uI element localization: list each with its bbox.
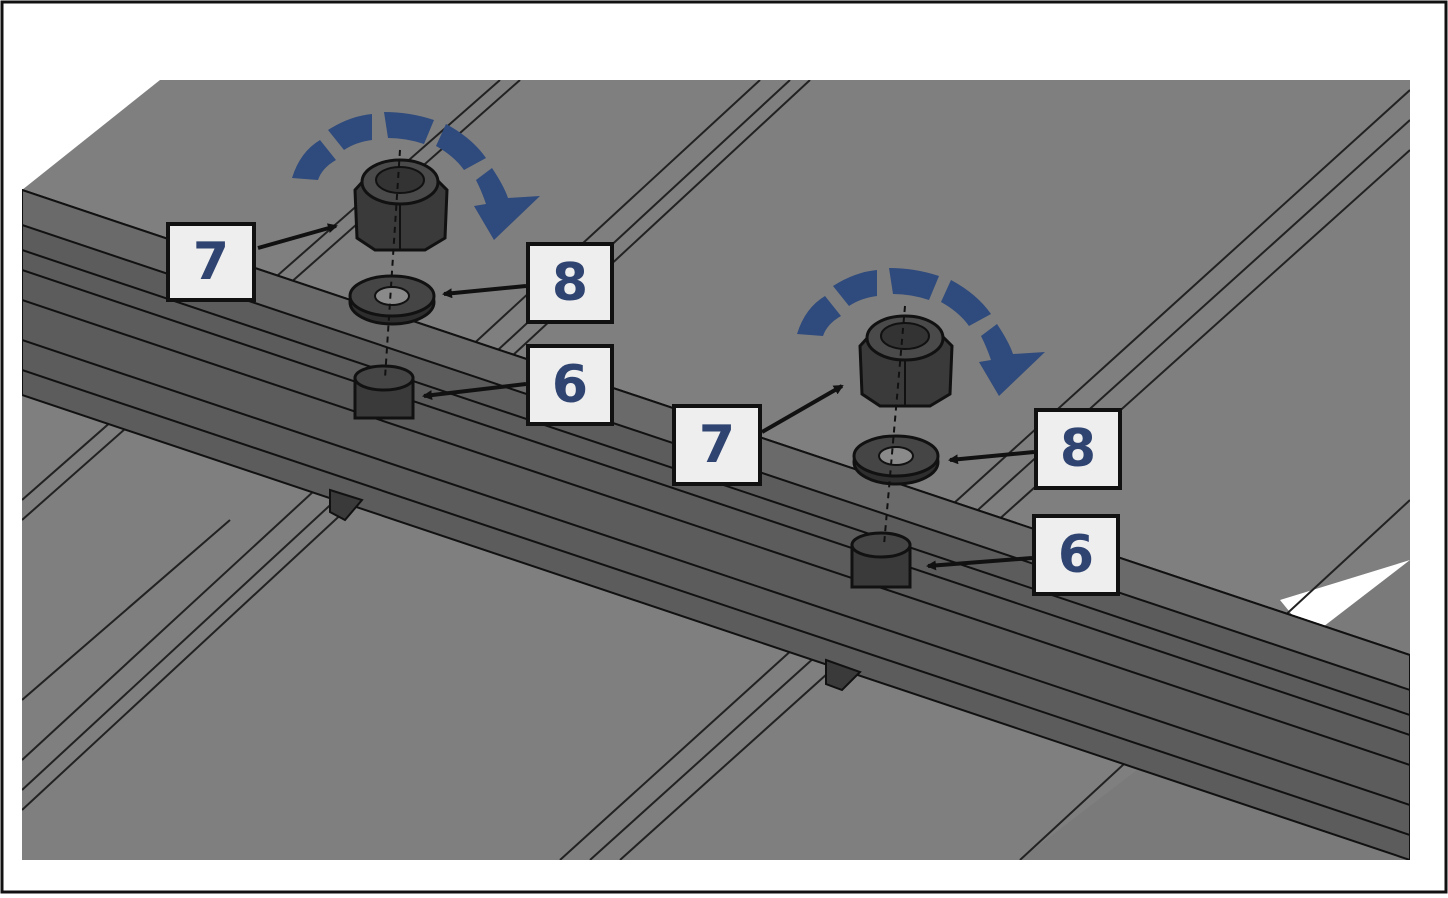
sky-gap-top-left	[22, 80, 160, 190]
assembly-left	[257, 112, 540, 420]
leader-arrow-icon	[948, 450, 1035, 465]
washer-icon	[348, 274, 436, 326]
clamp-foot-right	[825, 658, 862, 692]
leader-arrow-icon	[257, 223, 338, 250]
leader-arrow-icon	[926, 556, 1033, 571]
callout-washer-left: 8	[526, 242, 614, 324]
lock-nut-icon	[858, 314, 954, 408]
leader-arrow-icon	[442, 284, 527, 299]
lock-nut-icon	[353, 158, 449, 252]
callout-stud-left: 6	[526, 344, 614, 426]
axis-line	[883, 305, 906, 546]
rotation-arrow-icon	[292, 112, 540, 240]
assembly-right	[761, 268, 1045, 589]
stud-icon	[850, 531, 912, 589]
washer-icon	[852, 434, 940, 486]
leader-arrow-icon	[761, 384, 844, 434]
stud-icon	[353, 364, 415, 420]
callout-stud-right: 6	[1032, 514, 1120, 596]
rotation-arrow-icon	[797, 268, 1045, 396]
callout-nut-right: 7	[672, 404, 762, 486]
callout-washer-right: 8	[1034, 408, 1122, 490]
clamp-foot-left	[329, 488, 364, 522]
axis-line	[384, 149, 401, 379]
callout-nut-left: 7	[166, 222, 256, 302]
leader-arrow-icon	[422, 382, 527, 401]
